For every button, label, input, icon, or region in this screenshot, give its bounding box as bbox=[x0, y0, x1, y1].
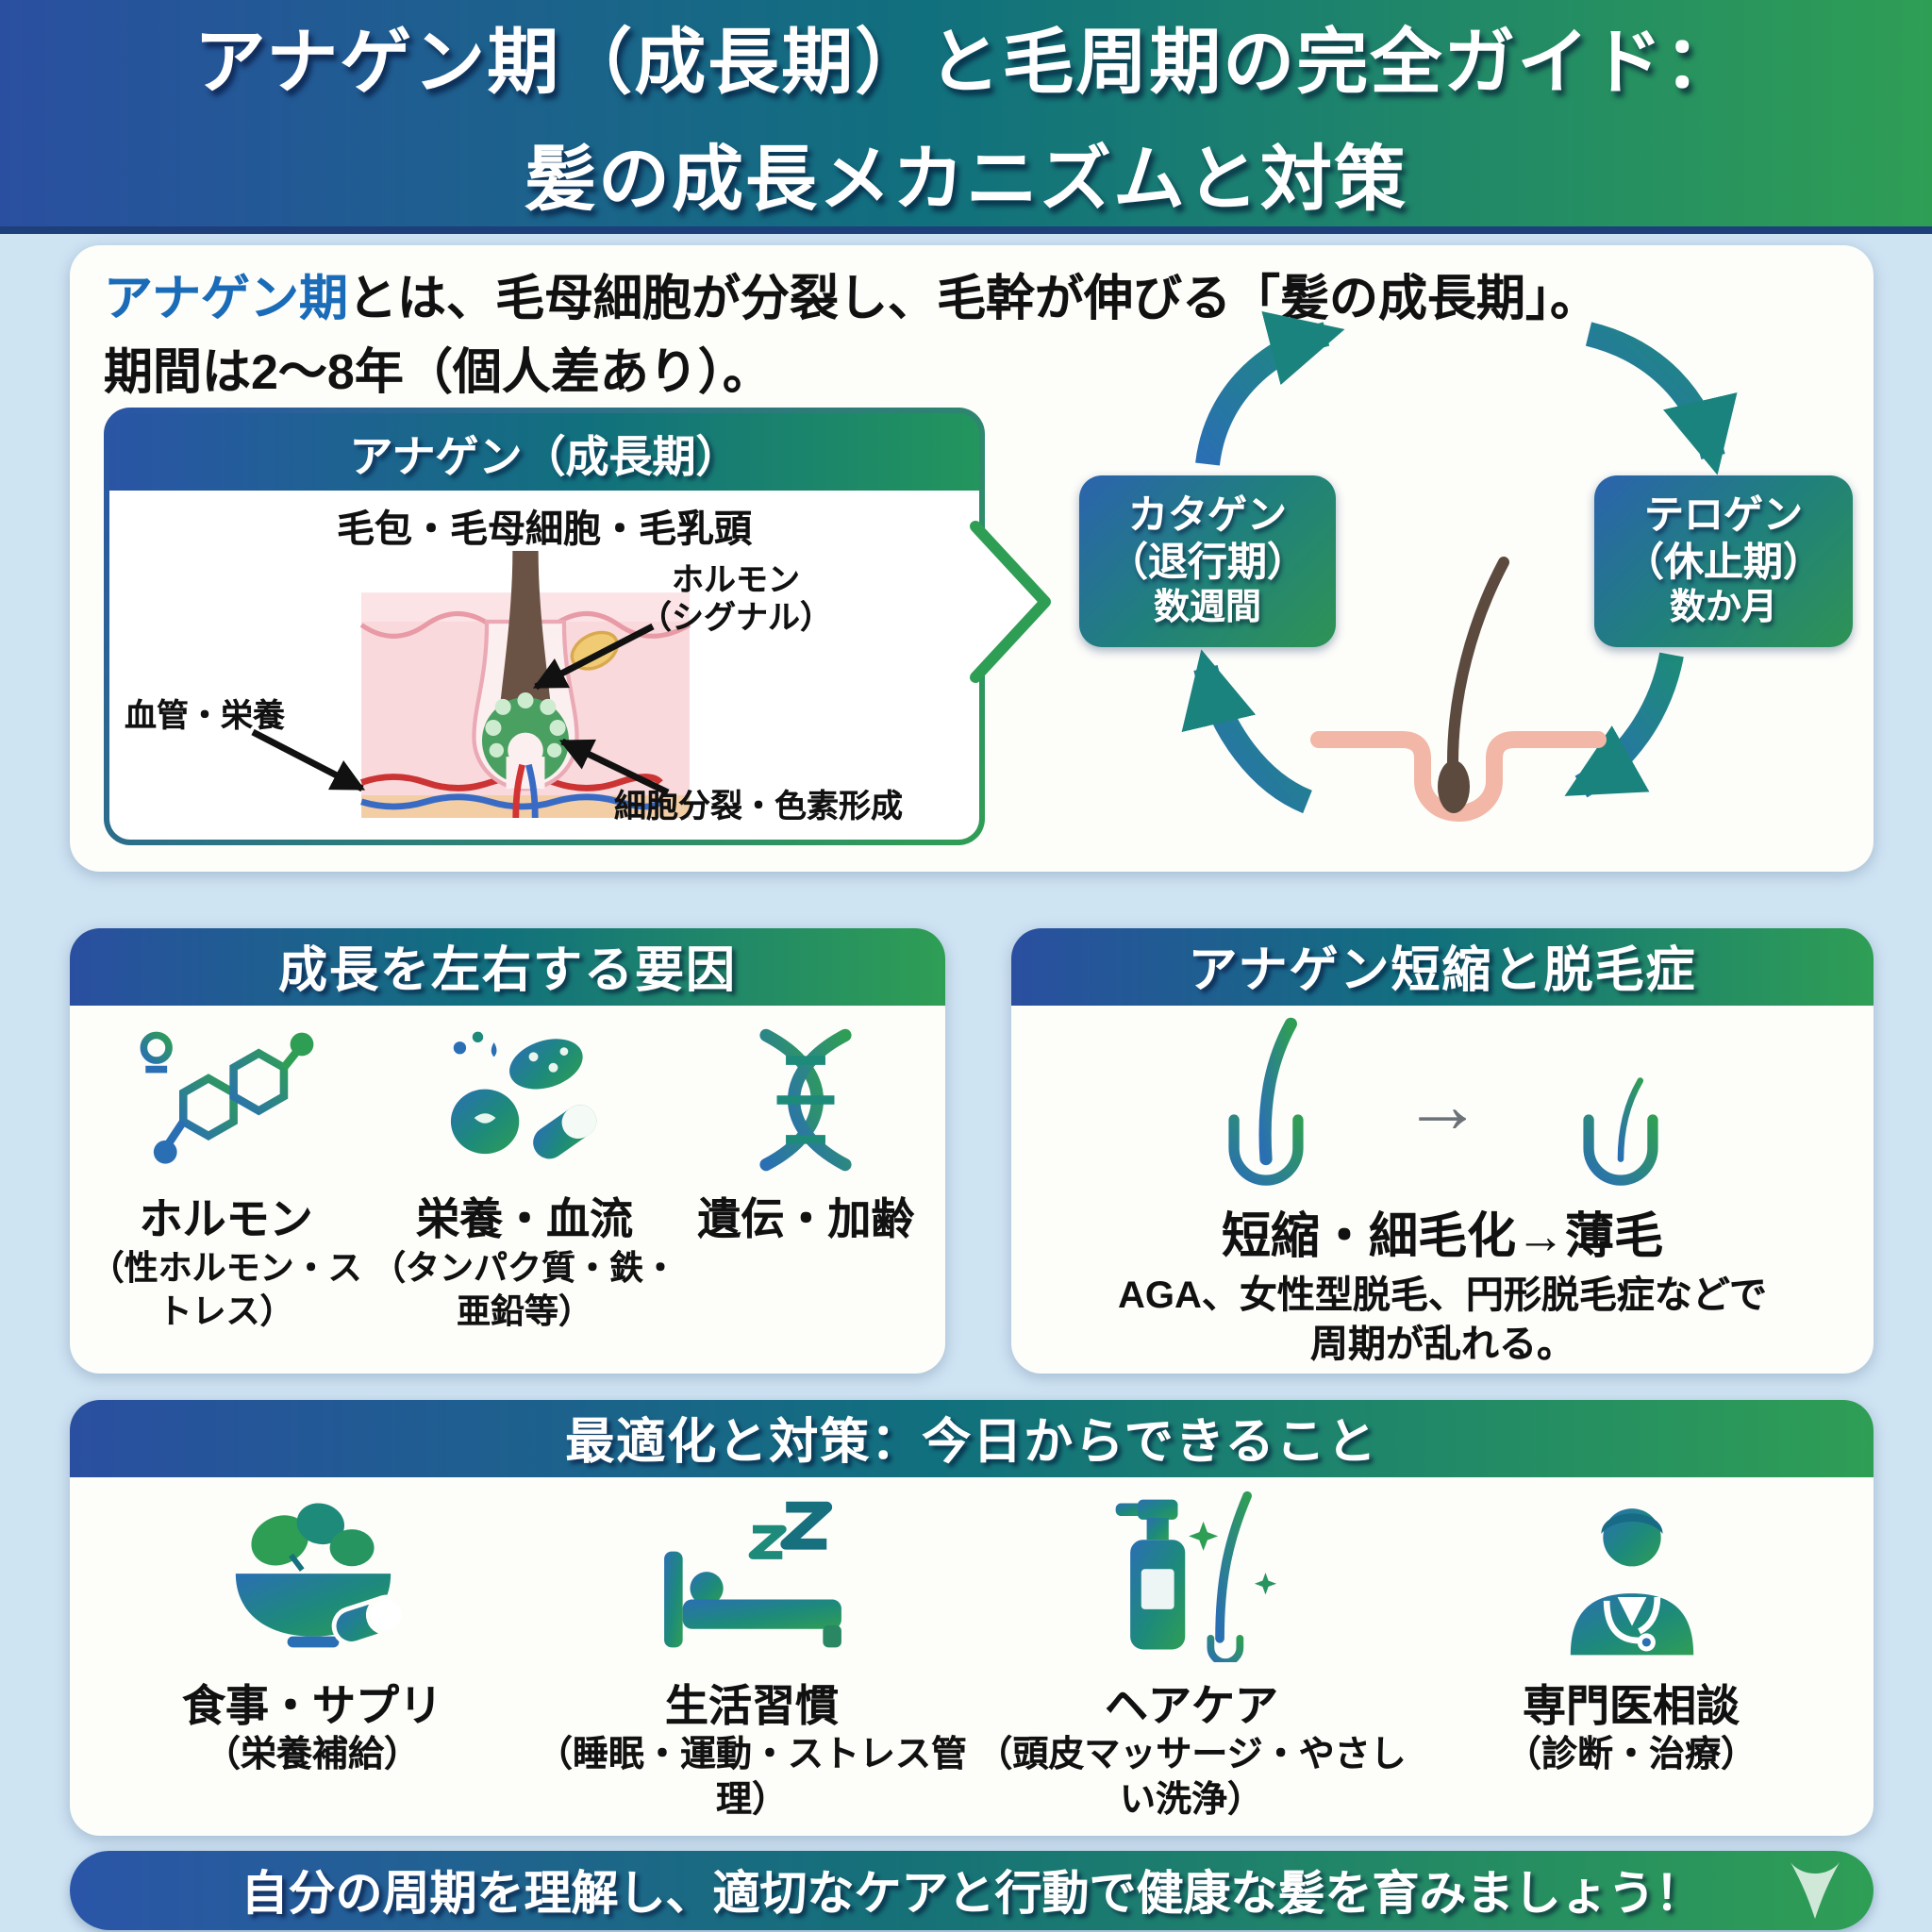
telogen-box: テロゲン （休止期） 数か月 bbox=[1594, 475, 1853, 647]
factor-hormone-sub: （性ホルモン・ストレス） bbox=[90, 1249, 362, 1330]
anagen-box-header: アナゲン（成長期） bbox=[109, 413, 979, 491]
dna-icon bbox=[734, 1021, 877, 1179]
growth-factors-body: ホルモン （性ホルモン・ストレス） bbox=[70, 1006, 945, 1451]
intro-highlight: アナゲン期 bbox=[104, 270, 348, 326]
footer-message: 自分の周期を理解し、適切なケアと行動で健康な髪を育みましょう！ bbox=[241, 1868, 1703, 1921]
follicle-comparison: → bbox=[1011, 1013, 1874, 1198]
factor-nutrition-sub: （タンパク質・鉄・亜鉛等） bbox=[372, 1249, 678, 1330]
action-lifestyle: 生活習慣 （睡眠・運動・ストレス管理） bbox=[532, 1489, 972, 1913]
label-cell-division: 細胞分裂・色素形成 bbox=[614, 789, 903, 824]
brand-v-icon bbox=[1790, 1862, 1840, 1919]
cycle-arrow-bottom-left bbox=[1181, 649, 1313, 814]
actions-body: 食事・サプリ （栄養補給） 生活習慣 （睡眠・運動・ストレス管理） bbox=[70, 1477, 1874, 1913]
label-hormone-line1: ホルモン bbox=[672, 562, 800, 598]
label-vessel-nutrition: 血管・栄養 bbox=[125, 698, 285, 734]
catagen-phase: （退行期） bbox=[1108, 541, 1307, 585]
actions-panel: 最適化と対策：今日からできること bbox=[70, 1400, 1874, 1836]
action-diet: 食事・サプリ （栄養補給） bbox=[92, 1489, 532, 1913]
cycle-arrow-top-left bbox=[1195, 311, 1345, 466]
action-haircare-title: ヘアケア bbox=[1105, 1681, 1278, 1730]
label-hormone-signal: ホルモン （シグナル） bbox=[585, 562, 887, 638]
action-lifestyle-title: 生活習慣 bbox=[665, 1681, 839, 1730]
telogen-duration: 数か月 bbox=[1669, 589, 1777, 628]
follicle-healthy-icon bbox=[1174, 1017, 1357, 1186]
page-header: アナゲン期（成長期）と毛周期の完全ガイド： 髪の成長メカニズムと対策 bbox=[0, 0, 1932, 234]
cycle-arrow-top-right bbox=[1585, 322, 1738, 475]
follicle-thinning-icon bbox=[1528, 1077, 1711, 1186]
intro-line1-rest: とは、毛母細胞が分裂し、毛幹が伸びる「髪の成長期」。 bbox=[347, 270, 1599, 326]
shortening-desc-line2: 周期が乱れる。 bbox=[1310, 1324, 1574, 1366]
speech-pointer bbox=[970, 521, 1051, 683]
anagen-subtitle: 毛包・毛母細胞・毛乳頭 bbox=[337, 509, 752, 551]
cycle-arrows-illustration bbox=[1181, 311, 1738, 823]
anagen-box: アナゲン（成長期） 毛包・毛母細胞・毛乳頭 bbox=[104, 408, 985, 845]
telogen-name: テロゲン bbox=[1644, 494, 1803, 538]
shortening-desc: AGA、女性型脱毛、円形脱毛症などで 周期が乱れる。 bbox=[1011, 1272, 1874, 1370]
factor-genetics-title: 遺伝・加齢 bbox=[697, 1194, 915, 1243]
factor-nutrition-title: 栄養・血流 bbox=[416, 1194, 634, 1243]
catagen-name: カタゲン bbox=[1128, 494, 1287, 538]
actions-header: 最適化と対策：今日からできること bbox=[70, 1400, 1874, 1477]
page-title-line1: アナゲン期（成長期）と毛周期の完全ガイド： bbox=[193, 24, 1739, 103]
shortening-header: アナゲン短縮と脱毛症 bbox=[1011, 928, 1874, 1006]
cycle-arrow-bottom-right bbox=[1564, 652, 1684, 798]
lifestyle-sleep-icon bbox=[646, 1489, 858, 1662]
growth-factors-header: 成長を左右する要因 bbox=[70, 928, 945, 1006]
anagen-box-body: 毛包・毛母細胞・毛乳頭 bbox=[109, 491, 979, 840]
factor-genetics: 遺伝・加齢 bbox=[678, 1021, 934, 1447]
nutrition-blood-icon bbox=[430, 1021, 619, 1179]
action-doctor: 専門医相談 （診断・治療） bbox=[1411, 1489, 1851, 1913]
action-haircare: ヘアケア （頭皮マッサージ・やさしい洗浄） bbox=[972, 1489, 1411, 1913]
telogen-phase: （休止期） bbox=[1624, 541, 1823, 585]
shortening-panel: アナゲン短縮と脱毛症 → 短縮・細毛化→薄毛 AGA、女性型脱毛、円形脱毛症など… bbox=[1011, 928, 1874, 1374]
intro-line1: アナゲン期とは、毛母細胞が分裂し、毛幹が伸びる「髪の成長期」。 bbox=[104, 260, 1599, 330]
action-lifestyle-sub: （睡眠・運動・ストレス管理） bbox=[536, 1736, 967, 1821]
hair-follicle-illustration bbox=[359, 551, 691, 818]
catagen-box: カタゲン （退行期） 数週間 bbox=[1079, 475, 1336, 647]
shortening-headline: 短縮・細毛化→薄毛 bbox=[1221, 1208, 1663, 1264]
factor-nutrition: 栄養・血流 （タンパク質・鉄・亜鉛等） bbox=[371, 1021, 677, 1447]
hair-cycle-diagram: カタゲン （退行期） 数週間 テロゲン （休止期） 数か月 bbox=[1013, 245, 1874, 872]
hair-care-icon bbox=[1097, 1489, 1286, 1662]
footer-banner: 自分の周期を理解し、適切なケアと行動で健康な髪を育みましょう！ bbox=[70, 1851, 1874, 1930]
shortening-body: → 短縮・細毛化→薄毛 AGA、女性型脱毛、円形脱毛症などで 周期が乱れる。 bbox=[1011, 1013, 1874, 1381]
action-diet-sub: （栄養補給） bbox=[204, 1736, 420, 1775]
shedding-hair-illustration bbox=[1310, 557, 1607, 823]
action-doctor-sub: （診断・治療） bbox=[1505, 1736, 1757, 1775]
shortening-desc-line1: AGA、女性型脱毛、円形脱毛症などで bbox=[1117, 1275, 1768, 1317]
factor-hormone-title: ホルモン bbox=[139, 1194, 313, 1243]
action-doctor-title: 専門医相談 bbox=[1523, 1681, 1740, 1730]
intro-line2: 期間は2〜8年（個人差あり）。 bbox=[104, 343, 772, 400]
overview-panel: アナゲン期とは、毛母細胞が分裂し、毛幹が伸びる「髪の成長期」。 期間は2〜8年（… bbox=[70, 245, 1874, 872]
doctor-consult-icon bbox=[1541, 1489, 1722, 1662]
annotation-arrows bbox=[251, 623, 670, 796]
action-haircare-sub: （頭皮マッサージ・やさしい洗浄） bbox=[976, 1736, 1407, 1821]
growth-factors-panel: 成長を左右する要因 ホルモン bbox=[70, 928, 945, 1374]
factor-hormone: ホルモン （性ホルモン・ストレス） bbox=[81, 1021, 371, 1447]
shortening-arrow-icon: → bbox=[1403, 1060, 1482, 1149]
page-title-line2: 髪の成長メカニズムと対策 bbox=[524, 141, 1407, 220]
catagen-duration: 数週間 bbox=[1153, 589, 1261, 628]
diet-supplement-icon bbox=[214, 1489, 410, 1662]
hormone-molecule-icon bbox=[132, 1021, 321, 1179]
label-hormone-line2: （シグナル） bbox=[640, 600, 832, 636]
action-diet-title: 食事・サプリ bbox=[182, 1681, 442, 1730]
